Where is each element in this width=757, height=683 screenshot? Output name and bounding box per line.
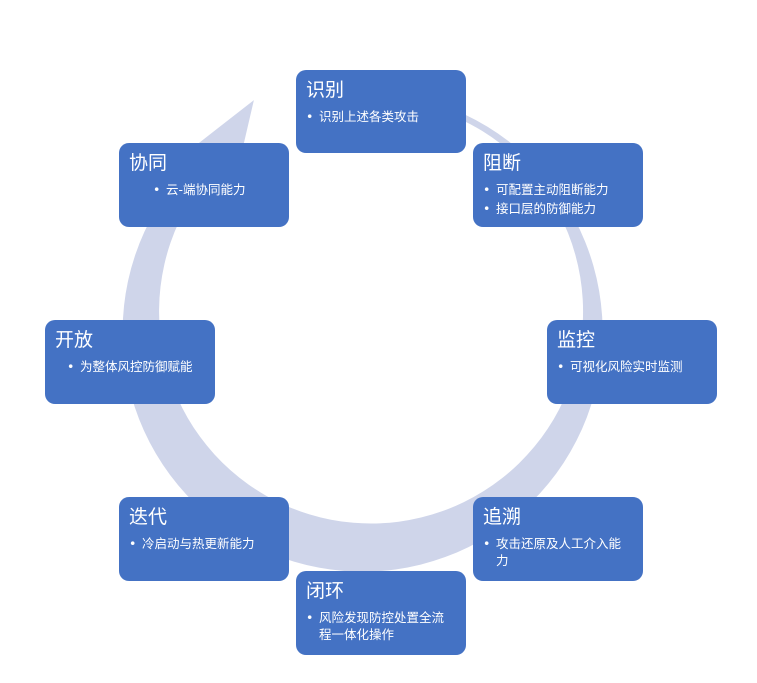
node-trace: 追溯 攻击还原及人工介入能力 [473,497,643,581]
node-title: 追溯 [483,506,522,528]
node-bullet: 冷启动与热更新能力 [129,535,279,552]
node-iterate: 迭代 冷启动与热更新能力 [119,497,289,581]
node-bullet: 可视化风险实时监测 [557,358,707,375]
node-bullet: 可配置主动阻断能力 [483,181,633,198]
node-title: 闭环 [306,580,345,602]
node-bullet: 识别上述各类攻击 [306,108,456,125]
node-title: 迭代 [129,506,168,528]
node-collaborate: 协同 云-端协同能力 [119,143,289,227]
node-title: 协同 [129,152,168,174]
node-monitor: 监控 可视化风险实时监测 [547,320,717,404]
node-bullet: 接口层的防御能力 [483,200,633,217]
node-title: 阻断 [483,152,522,174]
node-closed-loop: 闭环 风险发现防控处置全流程一体化操作 [296,571,466,655]
node-identify: 识别 识别上述各类攻击 [296,70,466,153]
node-title: 识别 [306,79,345,101]
node-bullet: 为整体风控防御赋能 [67,358,205,375]
node-open: 开放 为整体风控防御赋能 [45,320,215,404]
node-bullet: 攻击还原及人工介入能力 [483,535,633,569]
node-bullet: 云-端协同能力 [153,181,279,198]
node-title: 开放 [55,329,94,351]
node-bullet: 风险发现防控处置全流程一体化操作 [306,609,456,643]
node-block: 阻断 可配置主动阻断能力 接口层的防御能力 [473,143,643,227]
node-title: 监控 [557,329,596,351]
